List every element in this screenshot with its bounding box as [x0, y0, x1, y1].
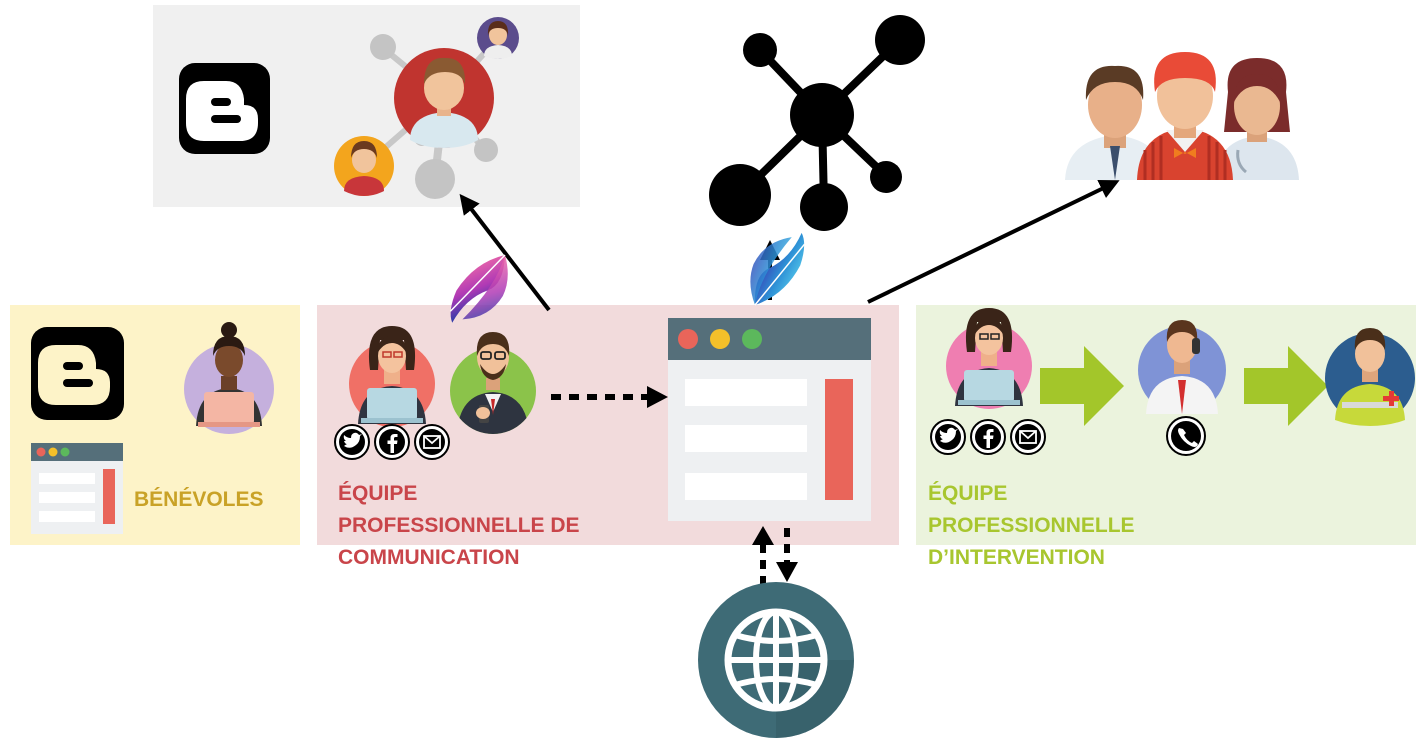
web-window-icon [668, 318, 871, 521]
dotted-arrow-website-globe [752, 526, 798, 585]
green-arrow-right [1244, 346, 1328, 426]
communicator-laptop-avatar [349, 326, 435, 427]
globe-icon [698, 582, 854, 738]
arrow-to-blog [459, 193, 551, 312]
intervention-team-label-line: PROFESSIONNELLE [928, 514, 1135, 537]
people-group-icon [1065, 52, 1299, 180]
web-window-icon [31, 443, 123, 534]
blogger-icon [31, 327, 124, 420]
twitter-icon [334, 424, 370, 460]
phone-icon [1166, 416, 1206, 456]
network-hub-icon [709, 15, 925, 231]
blogger-icon [179, 63, 270, 154]
arrow-to-people [867, 179, 1120, 304]
manager-avatar [450, 332, 536, 434]
dispatcher-phone-avatar [1138, 320, 1226, 456]
intervention-team-label-line: ÉQUIPE [928, 482, 1008, 505]
social-network-icon [334, 17, 519, 199]
dotted-arrow-to-website [551, 386, 668, 408]
feather-icon [449, 254, 508, 323]
email-icon [414, 424, 450, 460]
feather-icon [750, 232, 806, 306]
communication-team-label-line: ÉQUIPE [338, 482, 418, 505]
social-icons-communication [334, 424, 450, 460]
facebook-icon [970, 419, 1006, 455]
twitter-icon [930, 419, 966, 455]
rescuer-avatar [1325, 328, 1415, 426]
social-icons-intervention [930, 419, 1046, 455]
intervention-team-label: ÉQUIPE PROFESSIONNELLE D’INTERVENTION [928, 478, 1135, 574]
volunteer-laptop-avatar [184, 322, 274, 434]
volunteers-label: BÉNÉVOLES [134, 488, 264, 511]
operator-avatar [946, 308, 1032, 409]
profile-avatar-main [394, 48, 494, 148]
intervention-team-label-line: D’INTERVENTION [928, 546, 1105, 569]
communication-team-label-line: COMMUNICATION [338, 546, 520, 569]
profile-avatar-boy [334, 136, 394, 196]
communication-team-label-line: PROFESSIONNELLE DE [338, 514, 580, 537]
email-icon [1010, 419, 1046, 455]
profile-avatar-woman [477, 17, 519, 59]
communication-team-label: ÉQUIPE PROFESSIONNELLE DE COMMUNICATION [338, 478, 580, 574]
green-arrow-right [1040, 346, 1124, 426]
facebook-icon [374, 424, 410, 460]
